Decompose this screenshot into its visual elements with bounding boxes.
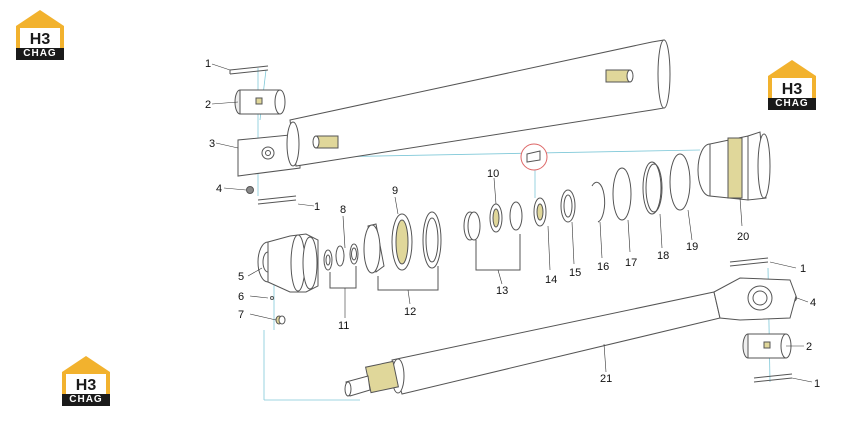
callout-9: 9 <box>392 185 398 197</box>
part-5-piston <box>257 233 319 293</box>
callout-5: 5 <box>238 271 244 283</box>
part-19-o-ring-large <box>669 153 691 211</box>
part-2-bushing-bottom <box>742 333 792 359</box>
callout-13: 13 <box>496 285 508 297</box>
part-1-pin-bottom <box>753 373 793 383</box>
part-1-pin-top <box>229 65 269 75</box>
part-15-wiper <box>560 189 576 223</box>
callout-2: 2 <box>806 341 812 353</box>
logo-brand-text: CHAG <box>768 98 816 110</box>
label-leaders <box>211 63 813 383</box>
callout-17: 17 <box>625 257 637 269</box>
part-21-piston-rod <box>344 277 797 397</box>
callout-1: 1 <box>205 58 211 70</box>
callout-11: 11 <box>338 320 349 332</box>
callout-19: 19 <box>686 241 698 253</box>
callout-21: 21 <box>600 373 612 385</box>
callout-10: 10 <box>487 168 499 180</box>
callout-14: 14 <box>545 274 557 286</box>
callout-8: 8 <box>340 204 346 216</box>
callout-3: 3 <box>209 138 215 150</box>
part-8-ring <box>351 247 357 261</box>
callout-4: 4 <box>810 297 816 309</box>
part-16-snap-ring <box>591 181 606 223</box>
brand-logo-bottom-left: H3 CHAG <box>56 352 116 406</box>
part-12-piston-seals <box>363 211 442 274</box>
part-7-set-screw <box>275 315 286 325</box>
seal-detail-inset <box>520 143 548 171</box>
callout-labels: 1 2 3 4 1 8 9 10 5 6 7 11 12 13 14 15 16… <box>205 58 820 390</box>
part-17-o-ring <box>612 167 632 221</box>
callout-1: 1 <box>814 378 820 390</box>
logo-brand-text: CHAG <box>16 48 64 60</box>
part-6-ball <box>270 296 274 300</box>
callout-18: 18 <box>657 250 669 262</box>
part-2-bushing-top <box>234 89 286 115</box>
part-4-grease-fitting-left <box>246 186 254 194</box>
callout-15: 15 <box>569 267 581 279</box>
part-20-cylinder-head <box>697 131 771 201</box>
part-1-pin-right <box>729 257 769 267</box>
brand-logo-top-left: H3 CHAG <box>10 6 70 60</box>
logo-mark: H3 <box>30 31 51 48</box>
logo-mark: H3 <box>76 377 97 394</box>
part-1-pin-lower-left <box>257 195 297 205</box>
callout-1: 1 <box>314 201 320 213</box>
callout-2: 2 <box>205 99 211 111</box>
logo-brand-text: CHAG <box>62 394 110 406</box>
callout-4: 4 <box>216 183 222 195</box>
logo-mark: H3 <box>782 81 803 98</box>
callout-1: 1 <box>800 263 806 275</box>
callout-20: 20 <box>737 231 749 243</box>
part-3-cylinder-barrel <box>237 39 671 177</box>
callout-6: 6 <box>238 291 244 303</box>
callout-7: 7 <box>238 309 244 321</box>
callout-16: 16 <box>597 261 609 273</box>
callout-12: 12 <box>404 306 416 318</box>
part-13-guide-rings <box>463 201 523 241</box>
part-18-backup-ring <box>642 161 662 215</box>
brand-logo-top-right: H3 CHAG <box>762 56 822 110</box>
